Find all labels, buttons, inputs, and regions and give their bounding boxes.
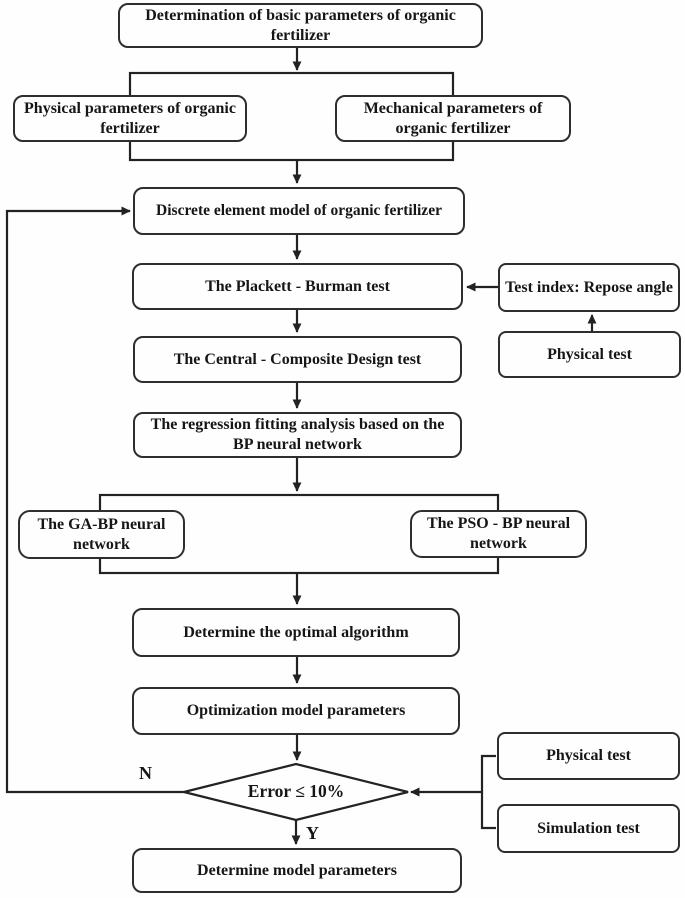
node-regression-analysis: The regression fitting analysis based on… bbox=[133, 412, 462, 458]
node-optimal-algorithm: Determine the optimal algorithm bbox=[132, 608, 460, 657]
branch-label-yes: Y bbox=[306, 823, 319, 843]
node-physical-test-bottom-label: Physical test bbox=[546, 747, 631, 764]
node-mechanical-parameters: Mechanical parameters of organic fertili… bbox=[335, 95, 571, 142]
node-determination: Determination of basic parameters of org… bbox=[118, 3, 483, 48]
node-simulation-test-label: Simulation test bbox=[537, 819, 640, 837]
node-discrete-element-model: Discrete element model of organic fertil… bbox=[133, 187, 465, 235]
tests-bracket bbox=[480, 754, 496, 830]
node-pso-bp-network: The PSO - BP neural network bbox=[410, 510, 587, 558]
node-discrete-element-model-label: Discrete element model of organic fertil… bbox=[156, 202, 442, 220]
node-test-index-label: Test index: Repose angle bbox=[505, 278, 673, 296]
decision-error-label: Error ≤ 10% bbox=[206, 777, 386, 805]
node-determine-parameters-label: Determine model parameters bbox=[197, 861, 397, 879]
node-determination-label: Determination of basic parameters of org… bbox=[145, 6, 456, 44]
node-determine-parameters: Determine model parameters bbox=[132, 848, 462, 893]
node-ga-bp-network-label: The GA-BP neural network bbox=[37, 515, 166, 553]
node-physical-test-top: Physical test bbox=[498, 331, 681, 378]
node-physical-parameters: Physical parameters of organic fertilize… bbox=[13, 95, 247, 142]
node-simulation-test: Simulation test bbox=[497, 804, 680, 853]
node-test-index: Test index: Repose angle bbox=[498, 263, 680, 312]
node-ga-bp-network: The GA-BP neural network bbox=[18, 510, 185, 559]
node-optimization-parameters-label: Optimization model parameters bbox=[186, 702, 406, 719]
node-physical-test-bottom: Physical test bbox=[497, 732, 680, 780]
node-plackett-burman: The Plackett - Burman test bbox=[132, 263, 463, 310]
node-mechanical-parameters-label: Mechanical parameters of organic fertili… bbox=[363, 99, 543, 137]
node-optimization-parameters: Optimization model parameters bbox=[132, 687, 460, 735]
node-regression-analysis-label: The regression fitting analysis based on… bbox=[150, 416, 445, 453]
node-central-composite-label: The Central - Composite Design test bbox=[173, 350, 422, 368]
node-physical-parameters-label: Physical parameters of organic fertilize… bbox=[24, 99, 236, 137]
edge-decision-no-feedback bbox=[5, 206, 184, 794]
branch-label-no: N bbox=[139, 763, 152, 783]
node-physical-test-top-label: Physical test bbox=[547, 345, 632, 363]
node-pso-bp-network-label: The PSO - BP neural network bbox=[426, 515, 571, 552]
decision-error-text: Error ≤ 10% bbox=[247, 780, 345, 801]
node-central-composite: The Central - Composite Design test bbox=[133, 336, 462, 383]
node-optimal-algorithm-label: Determine the optimal algorithm bbox=[183, 623, 409, 641]
node-plackett-burman-label: The Plackett - Burman test bbox=[205, 277, 390, 295]
decision-diamond bbox=[183, 762, 409, 822]
